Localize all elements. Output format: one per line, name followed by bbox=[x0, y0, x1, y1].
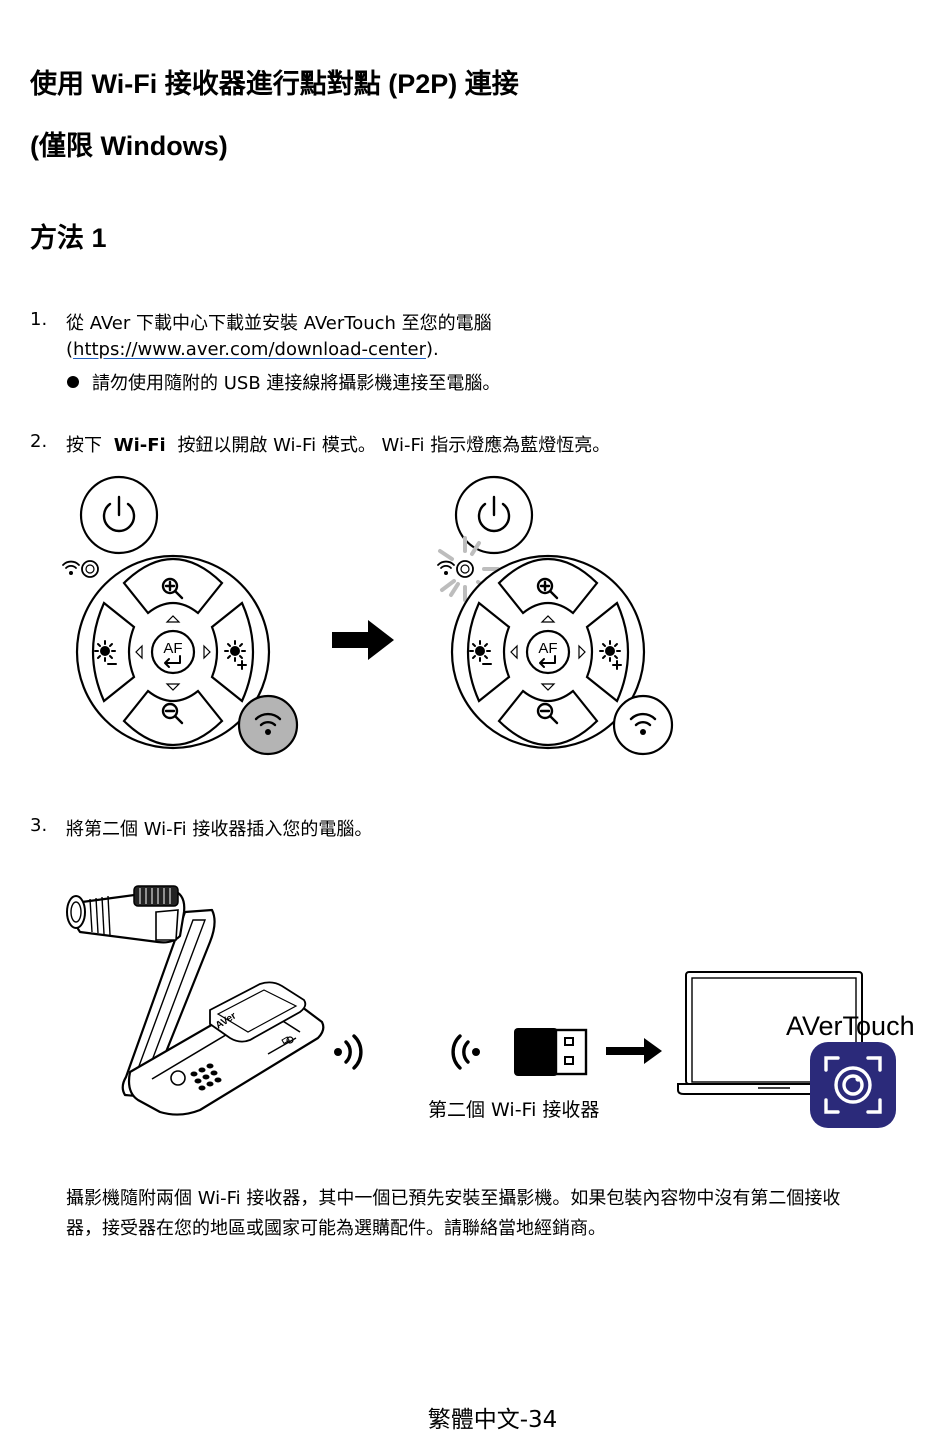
note-line1: 攝影機隨附兩個 Wi-Fi 接收器，其中一個已預先安裝至攝影機。如果包裝內容物中… bbox=[66, 1188, 841, 1209]
af-key bbox=[150, 629, 196, 675]
wifi-indicator-icon bbox=[62, 560, 80, 575]
step3-number: 3. bbox=[30, 815, 48, 836]
step2-text: 按下 Wi-Fi 按鈕以開啟 Wi-Fi 模式。 Wi-Fi 指示燈應為藍燈恆亮… bbox=[66, 435, 611, 456]
step3-text: 將第二個 Wi-Fi 接收器插入您的電腦。 bbox=[66, 819, 373, 840]
step1-bullet: 請勿使用隨附的 USB 連接線將攝影機連接至電腦。 bbox=[92, 373, 501, 394]
wifi-icon bbox=[629, 712, 657, 735]
zoom-out-icon bbox=[536, 702, 559, 725]
wireless-signal-icon bbox=[334, 1034, 363, 1070]
zoom-out-icon bbox=[161, 702, 184, 725]
wireless-signal-incoming-icon bbox=[451, 1034, 480, 1070]
receiver-caption: 第二個 Wi-Fi 接收器 bbox=[428, 1099, 600, 1121]
wifi-indicator-icon bbox=[437, 560, 455, 575]
af-label: AF bbox=[163, 640, 182, 657]
page-title: 使用 Wi-Fi 接收器進行點對點 (P2P) 連接 bbox=[30, 69, 519, 99]
arrow-right-icon bbox=[606, 1038, 662, 1064]
method-heading: 方法 1 bbox=[30, 223, 107, 253]
wifi-bold-label: Wi-Fi bbox=[113, 435, 166, 456]
document-camera-illustration: AVer bbox=[66, 885, 325, 1116]
af-key bbox=[525, 629, 571, 675]
wifi-key-pressed bbox=[237, 694, 299, 756]
page-title-subtitle: (僅限 Windows) bbox=[30, 131, 228, 161]
arrow-right-icon bbox=[332, 620, 394, 660]
keypad-after-diagram: AF bbox=[437, 475, 674, 756]
af-label: AF bbox=[538, 640, 557, 657]
camera-keypad bbox=[170, 1063, 222, 1091]
brightness-up-icon bbox=[224, 640, 247, 670]
step2-number: 2. bbox=[30, 431, 48, 452]
power-icon bbox=[102, 495, 136, 533]
brightness-down-icon bbox=[94, 640, 117, 665]
wifi-key bbox=[612, 694, 674, 756]
step1-link-line: (https://www.aver.com/download-center). bbox=[66, 339, 439, 360]
avertouch-app-icon bbox=[810, 1042, 896, 1128]
brightness-down-icon bbox=[469, 640, 492, 665]
brightness-up-icon bbox=[599, 640, 622, 670]
step1-text: 從 AVer 下載中心下載並安裝 AVerTouch 至您的電腦 bbox=[66, 313, 492, 334]
app-name-label: AVerTouch bbox=[786, 1011, 915, 1041]
bullet-icon bbox=[67, 376, 79, 388]
note-line2: 器，接受器在您的地區或國家可能為選購配件。請聯絡當地經銷商。 bbox=[66, 1218, 606, 1239]
power-icon bbox=[477, 495, 511, 533]
usb-wifi-receiver-icon bbox=[514, 1028, 588, 1076]
step1-number: 1. bbox=[30, 309, 48, 330]
keypad-before-diagram: AF bbox=[62, 475, 299, 756]
wifi-icon bbox=[254, 712, 282, 735]
zoom-in-icon bbox=[536, 577, 559, 600]
download-center-link[interactable]: https://www.aver.com/download-center bbox=[73, 339, 426, 360]
page-footer: 繁體中文-34 bbox=[427, 1407, 558, 1433]
zoom-in-icon bbox=[161, 577, 184, 600]
